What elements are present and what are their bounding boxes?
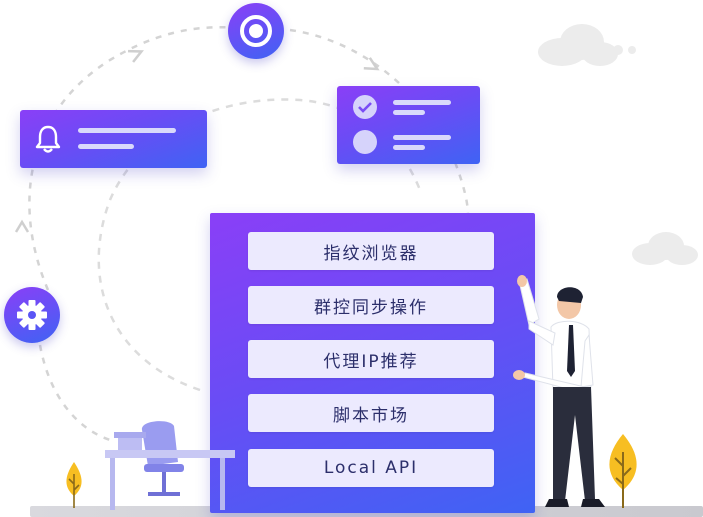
businessman-illustration (513, 275, 605, 507)
text-placeholder-bar (78, 144, 134, 149)
tree-icon (66, 462, 82, 508)
bell-icon (35, 125, 61, 153)
menu-item-label: 指纹浏览器 (323, 243, 419, 264)
check-circle-icon (353, 95, 377, 119)
menu-item-script-market[interactable]: 脚本市场 (248, 394, 494, 432)
settings-badge (4, 287, 60, 343)
gear-icon (17, 300, 47, 330)
tree-icon (609, 434, 637, 508)
feature-menu-panel: 指纹浏览器 群控同步操作 代理IP推荐 脚本市场 Local API (210, 213, 535, 513)
text-placeholder-bar (393, 110, 425, 115)
cloud-icon (538, 24, 636, 66)
menu-item-label: Local API (323, 458, 419, 478)
notification-card (20, 110, 207, 168)
checklist-card (337, 86, 480, 164)
menu-item-group-sync[interactable]: 群控同步操作 (248, 286, 494, 324)
menu-item-label: 代理IP推荐 (323, 351, 419, 372)
menu-item-label: 脚本市场 (333, 405, 409, 426)
text-placeholder-bar (78, 128, 176, 133)
cloud-icon (632, 232, 698, 265)
menu-item-local-api[interactable]: Local API (248, 449, 494, 487)
menu-item-label: 群控同步操作 (314, 297, 428, 318)
target-icon (240, 15, 272, 47)
text-placeholder-bar (393, 135, 451, 140)
desk-illustration (105, 421, 235, 510)
text-placeholder-bar (393, 100, 451, 105)
menu-item-proxy-ip[interactable]: 代理IP推荐 (248, 340, 494, 378)
circle-icon (353, 130, 377, 154)
text-placeholder-bar (393, 145, 425, 150)
target-badge (228, 3, 284, 59)
menu-item-fingerprint-browser[interactable]: 指纹浏览器 (248, 232, 494, 270)
